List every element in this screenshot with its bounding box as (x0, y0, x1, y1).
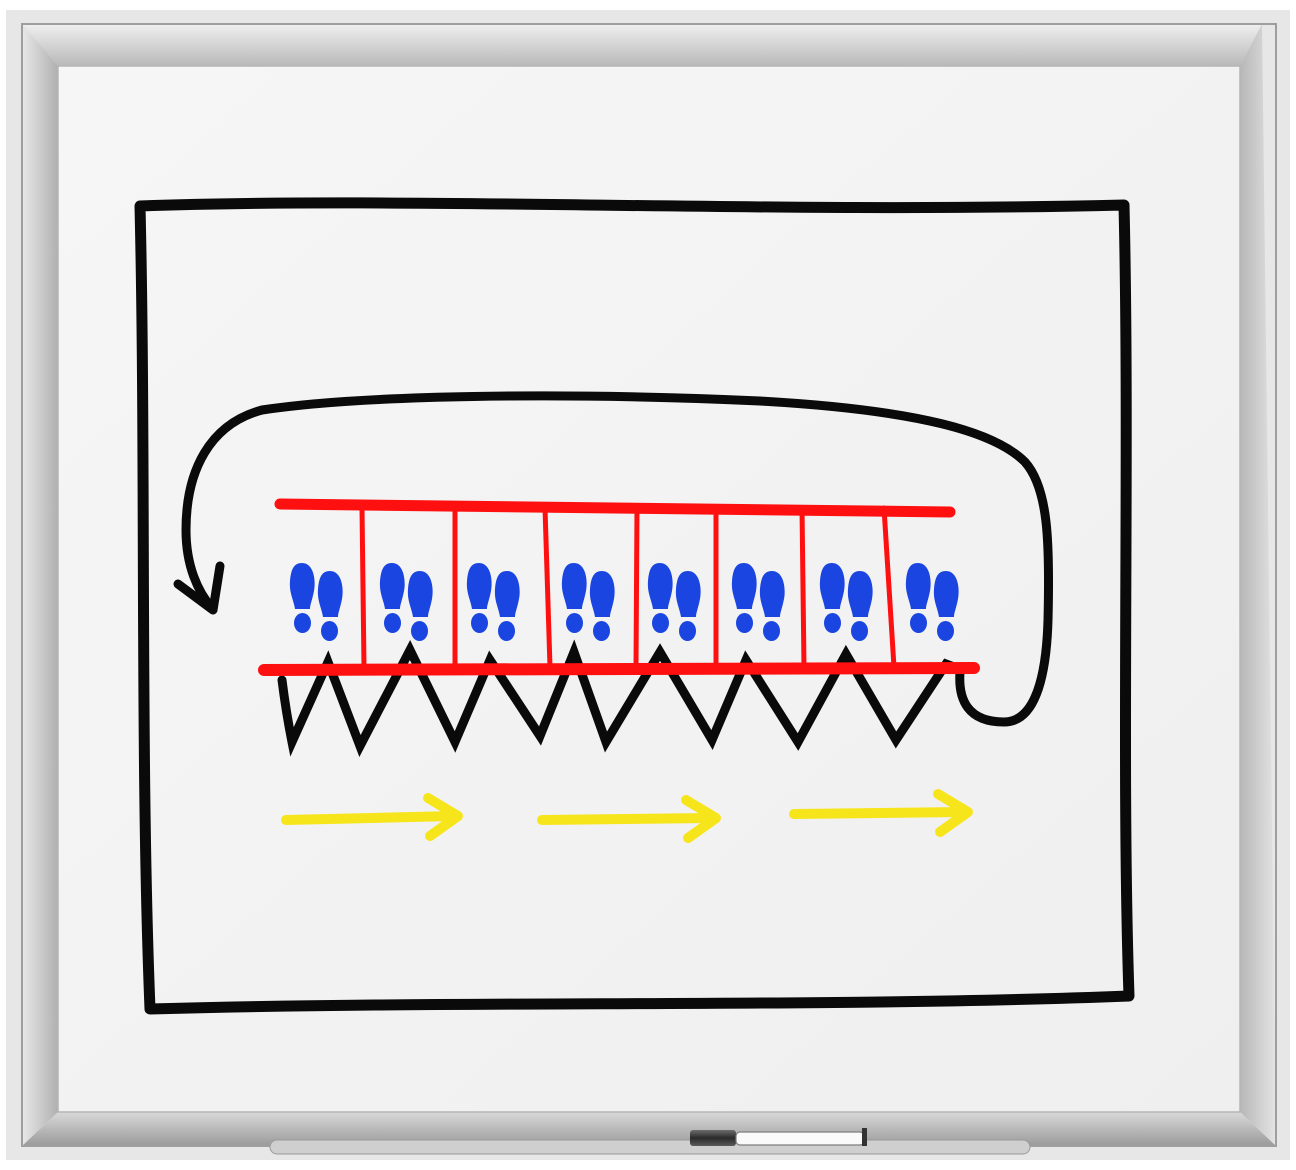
footprint-icon (819, 563, 845, 633)
footprints-row (289, 563, 959, 641)
footprint-pair (819, 563, 873, 641)
ladder-rung (542, 505, 553, 670)
footprint-icon (675, 571, 701, 641)
footprint-pair (561, 563, 615, 641)
outer-process-boundary (134, 197, 1135, 1015)
ladder-top-rail (274, 498, 956, 518)
right-arrow-icon (537, 795, 721, 843)
footprint-icon (494, 571, 520, 641)
footprint-icon (407, 571, 433, 641)
marker-tray (269, 1128, 1031, 1155)
footprint-icon (847, 571, 873, 641)
ladder-rung (881, 505, 897, 670)
marker-white[interactable] (735, 1128, 867, 1146)
footprint-icon (731, 563, 757, 633)
right-arrow-icon (789, 789, 973, 837)
footprint-icon (466, 563, 492, 633)
zigzag-conveyor (277, 639, 967, 757)
footprint-icon (589, 571, 615, 641)
footprint-icon (933, 571, 959, 641)
footprint-pair (466, 563, 520, 641)
footprint-icon (561, 563, 587, 633)
marker-dark[interactable] (690, 1130, 736, 1146)
footprint-pair (289, 563, 343, 641)
footprint-icon (759, 571, 785, 641)
footprint-icon (379, 563, 405, 633)
ladder-rung (799, 505, 807, 670)
footprint-pair (379, 563, 433, 641)
forward-arrows-row (281, 789, 973, 843)
footprint-icon (647, 563, 673, 633)
right-arrow-icon (281, 793, 463, 841)
footprint-pair (905, 563, 959, 641)
footprint-pair (731, 563, 785, 641)
footprint-pair (647, 563, 701, 641)
footprint-icon (317, 571, 343, 641)
ladder (258, 498, 980, 676)
footprint-icon (905, 563, 931, 633)
return-loop-arrow-icon (173, 391, 1054, 727)
ladder-rung (633, 505, 640, 670)
ladder-rung (359, 505, 367, 670)
footprint-icon (289, 563, 315, 633)
ladder-bottom-rail (258, 662, 980, 676)
